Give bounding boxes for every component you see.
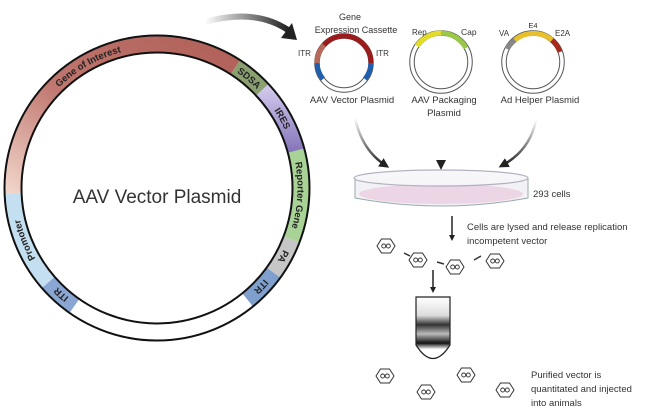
va-label: VA xyxy=(499,29,510,38)
ring-inner-border xyxy=(20,51,294,325)
petri-dish xyxy=(353,169,529,207)
virion-icon xyxy=(375,368,395,384)
segment-ires xyxy=(255,83,305,154)
e2a-label: E2A xyxy=(555,29,571,38)
transfer-arrow xyxy=(204,13,290,33)
ring-outer-border xyxy=(3,34,311,342)
virion-icon xyxy=(408,252,428,268)
virion-dashes xyxy=(403,252,482,265)
segment-label-pa: PA xyxy=(275,248,291,264)
virion-icon xyxy=(456,367,476,383)
ad-helper-plasmid-label: Ad Helper Plasmid xyxy=(501,95,580,106)
e4-label: E4 xyxy=(528,21,537,30)
virion-icon xyxy=(416,384,436,400)
main-plasmid-title: AAV Vector Plasmid xyxy=(73,187,242,208)
aav-packaging-label-1: AAV Packaging xyxy=(411,95,476,106)
segment-promoter xyxy=(4,192,55,289)
rep-label: Rep xyxy=(412,28,427,37)
segment-gene-of-interest xyxy=(4,35,241,194)
segment-pa xyxy=(266,236,300,278)
arrow-vector-to-dish xyxy=(353,117,390,168)
purified-text-line3: into animals xyxy=(531,398,582,409)
purified-text-line1: Purified vector is xyxy=(531,370,601,381)
centrifuge-tube xyxy=(415,296,451,360)
virion-icon xyxy=(445,259,465,275)
expression-cassette-label: Expression Cassette xyxy=(315,25,398,35)
arrow-helper-to-dish xyxy=(498,119,538,168)
aav-vector-plasmid-label: AAV Vector Plasmid xyxy=(310,95,394,106)
segment-itr-right xyxy=(242,267,281,307)
segment-sdsa xyxy=(230,60,269,96)
virion-icon xyxy=(376,238,396,254)
segment-itr-left xyxy=(41,276,80,313)
lysis-text-line2: incompetent vector xyxy=(467,236,547,247)
small-aav-packaging-plasmid xyxy=(409,30,473,94)
itr-right-label: ITR xyxy=(376,49,389,58)
virions xyxy=(375,238,515,400)
purified-text-line2: quantitated and injected xyxy=(531,384,632,395)
lysis-text-line1: Cells are lysed and release replication xyxy=(467,222,628,233)
transfer-arrow-head xyxy=(281,23,297,40)
cells-label: 293 cells xyxy=(533,189,571,200)
small-aav-vector-plasmid xyxy=(314,33,374,93)
gene-label: Gene xyxy=(339,12,361,22)
cap-label: Cap xyxy=(461,27,477,37)
itr-left-label: ITR xyxy=(298,49,311,58)
virion-icon xyxy=(495,382,515,398)
segment-reporter-gene xyxy=(283,148,310,243)
virion-icon xyxy=(485,253,505,269)
aav-packaging-label-2: Plasmid xyxy=(427,108,461,119)
small-ad-helper-plasmid xyxy=(501,30,565,94)
